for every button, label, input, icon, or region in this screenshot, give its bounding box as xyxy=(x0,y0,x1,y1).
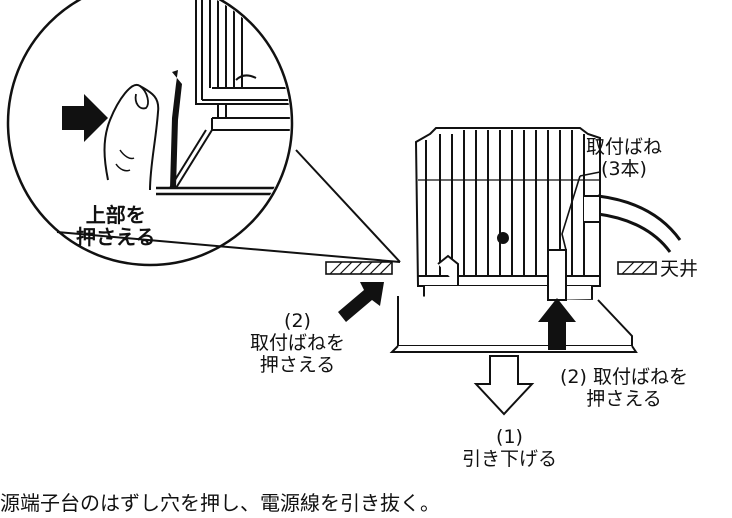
pull-down-arrow-icon xyxy=(473,355,535,416)
magnifier-leader-line xyxy=(56,231,401,263)
label-press-top: 上部を 押さえる xyxy=(76,203,156,249)
caption-text: 源端子台のはずし穴を押し、電源線を引き抜く。 xyxy=(0,491,440,515)
ceiling-hatch-right xyxy=(617,261,657,275)
label-spring-name: 取付ばね (3本) xyxy=(586,136,663,180)
label-press-spring-right: (2) 取付ばねを 押さえる xyxy=(560,366,688,410)
detail-spring xyxy=(170,70,182,188)
detail-heatsink xyxy=(169,0,290,189)
detail-magnifier xyxy=(6,0,401,267)
label-ceiling: 天井 xyxy=(660,258,699,280)
ceiling-hatch-left xyxy=(325,261,393,275)
label-pull-down: (1) 引き下げる xyxy=(462,426,558,470)
downlight-fixture-icon xyxy=(389,127,682,353)
label-press-spring-left: (2) 取付ばねを 押さえる xyxy=(250,310,346,376)
magnifier-leader-line xyxy=(295,149,401,263)
push-arrow-icon xyxy=(538,298,576,350)
push-arrow-icon xyxy=(338,282,384,322)
push-arrow-icon xyxy=(62,94,108,142)
